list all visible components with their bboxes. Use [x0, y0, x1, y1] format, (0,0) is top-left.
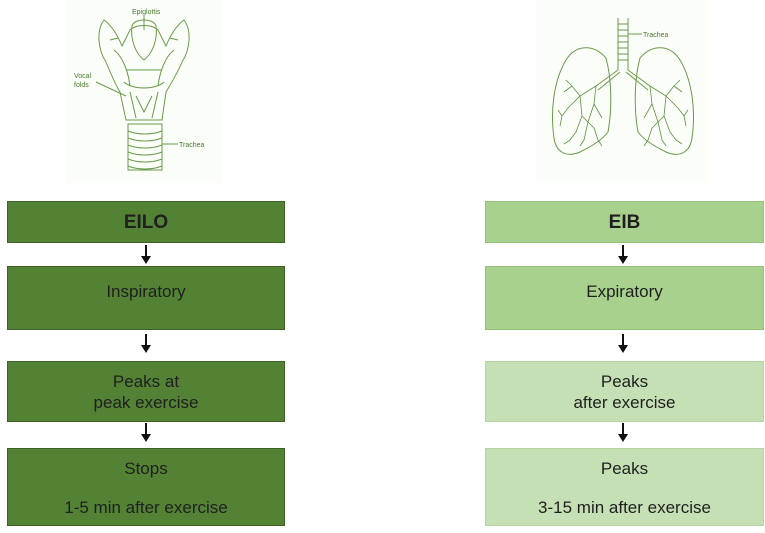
eilo-stop-line1: Stops	[124, 459, 168, 478]
eib-stop-line2: 3-15 min after exercise	[538, 498, 711, 517]
label-trachea-lungs: Trachea	[643, 32, 669, 39]
label-vocal-folds-1: Vocal	[74, 73, 92, 80]
arrow-down-icon	[141, 245, 151, 264]
label-trachea-larynx: Trachea	[179, 142, 205, 149]
eib-stop-line1: Peaks	[600, 459, 649, 478]
label-vocal-folds-2: folds	[74, 82, 89, 89]
eilo-stop-box: Stops 1-5 min after exercise	[7, 448, 285, 526]
eilo-phase-box: Inspiratory	[7, 266, 285, 330]
eib-peak-line2: after exercise	[573, 392, 676, 412]
eib-phase-text: Expiratory	[586, 282, 663, 301]
arrow-down-icon	[141, 423, 151, 442]
eilo-stop-line2: 1-5 min after exercise	[64, 498, 228, 517]
eilo-phase-text: Inspiratory	[106, 282, 186, 301]
arrow-down-icon	[618, 423, 628, 442]
eilo-header-text: EILO	[123, 211, 169, 233]
label-epiglottis: Epiglottis	[132, 9, 161, 16]
eilo-header-box: EILO	[7, 201, 285, 243]
eilo-peak-box: Peaks at peak exercise	[7, 361, 285, 422]
eilo-peak-line2: peak exercise	[93, 392, 199, 412]
larynx-drawing: Epiglottis Vocal folds Trachea	[74, 9, 205, 171]
arrow-down-icon	[618, 334, 628, 353]
arrow-down-icon	[618, 245, 628, 264]
larynx-illustration: Epiglottis Vocal folds Trachea	[66, 0, 222, 183]
lungs-drawing: Trachea	[552, 18, 694, 155]
eib-header-text: EIB	[608, 211, 641, 233]
arrow-down-icon	[141, 334, 151, 353]
eilo-peak-line1: Peaks at	[112, 371, 180, 391]
eib-peak-box: Peaks after exercise	[485, 361, 764, 422]
eib-phase-box: Expiratory	[485, 266, 764, 330]
eib-stop-box: Peaks 3-15 min after exercise	[485, 448, 764, 526]
lungs-illustration: Trachea	[536, 0, 708, 183]
eib-header-box: EIB	[485, 201, 764, 243]
eib-peak-line1: Peaks	[600, 371, 649, 391]
